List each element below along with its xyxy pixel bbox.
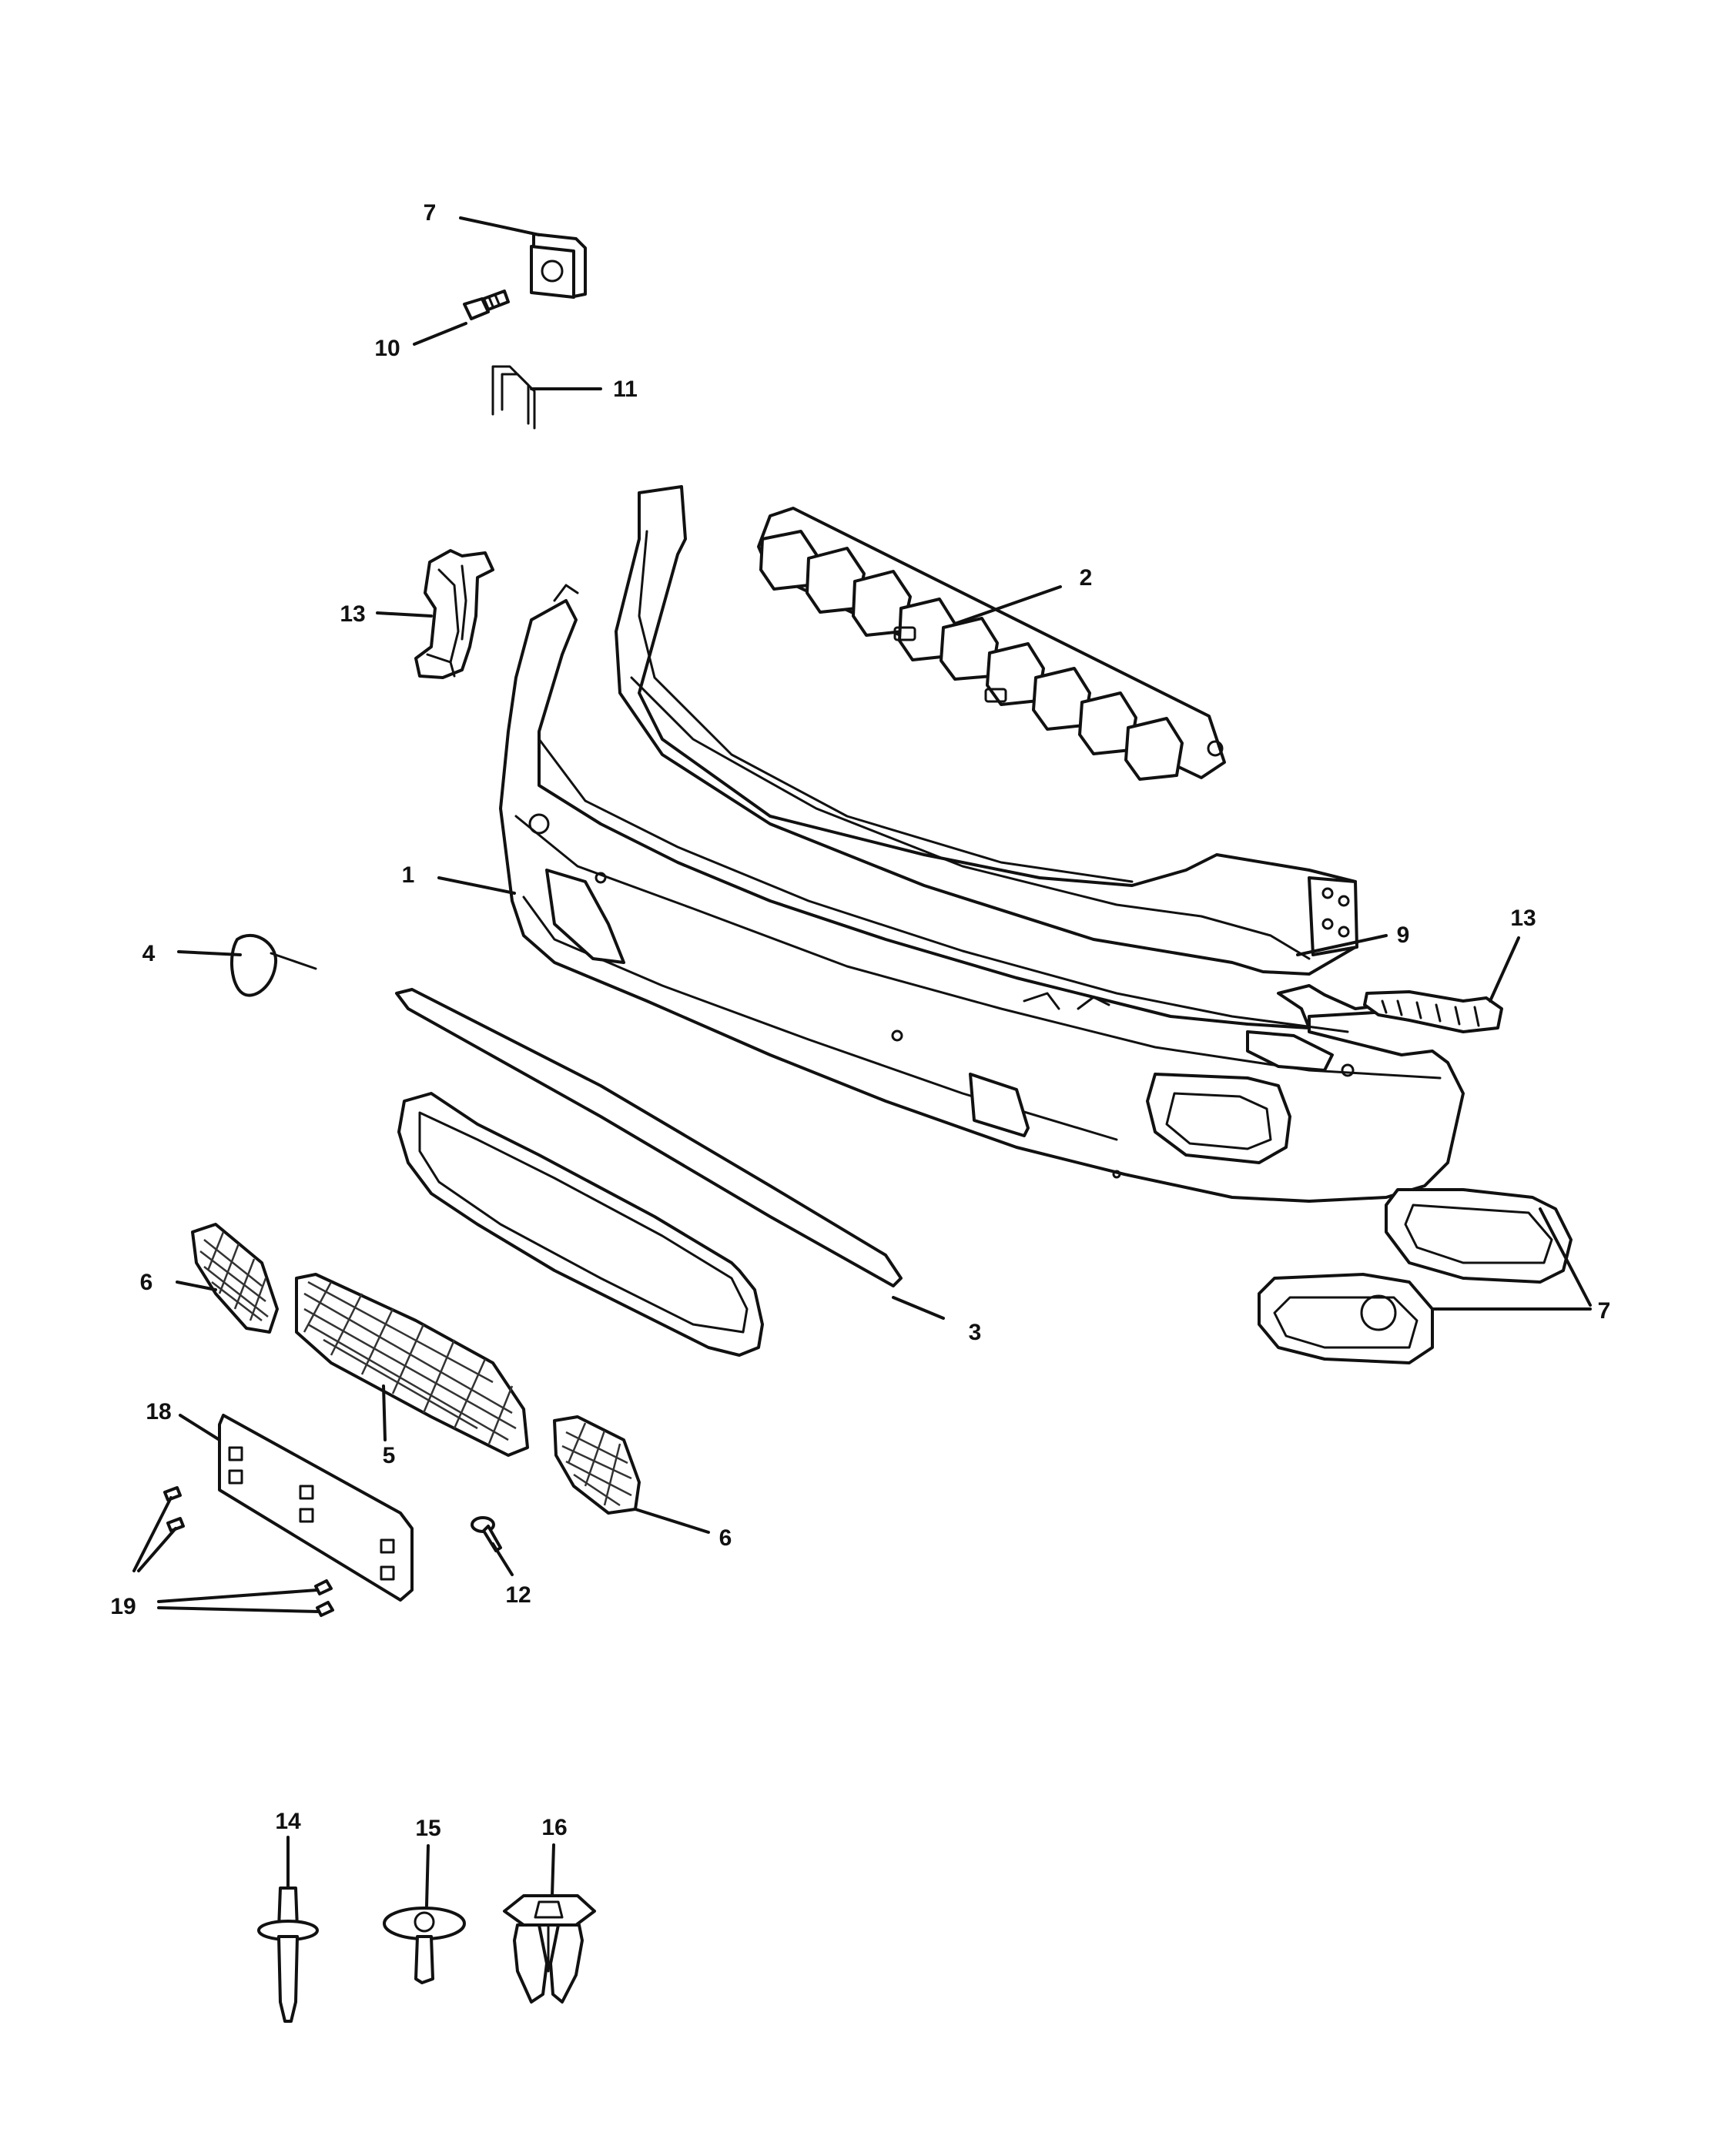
part-12-push-pin [471,1516,502,1552]
callout-3: 3 [969,1320,982,1345]
callout-13-left: 13 [340,601,365,627]
part-8-clip-nut [530,233,587,299]
part-6-right-side-grille [553,1415,641,1515]
part-14-rivet [257,1886,319,2023]
part-18-license-bracket [218,1414,414,1602]
part-16-clip [503,1894,596,2004]
part-9-upper-fascia [615,485,1358,976]
callout-14: 14 [275,1809,301,1834]
callout-5: 5 [383,1443,396,1468]
part-15-push-retainer [383,1907,466,1984]
part-3-molding-strip [395,988,903,1287]
callout-6-right: 6 [719,1525,732,1551]
callout-1: 1 [402,862,415,888]
part-13-right-bracket [1363,990,1503,1033]
part-6-left-side-grille [191,1223,279,1334]
part-2-energy-absorber [757,507,1226,781]
callout-7: 7 [1598,1298,1611,1324]
callout-labels: 7 10 11 2 13 1 4 9 13 6 3 7 18 5 6 12 19… [110,200,1610,1841]
callout-19: 19 [110,1594,136,1619]
callout-12: 12 [505,1582,531,1608]
callout-15: 15 [415,1816,440,1841]
part-5-center-grille [295,1273,529,1457]
callout-11: 11 [613,377,638,402]
part-1-front-fascia [499,584,1465,1203]
part-4-tow-hook-cap [229,933,317,997]
part-7-fog-lamp-bezels [1258,1188,1573,1364]
part-10-bolt [463,290,510,320]
callout-18: 18 [146,1399,171,1424]
part-13-left-bracket [414,549,494,679]
leader-lines [132,216,1592,1907]
callout-4: 4 [142,941,156,966]
callout-13-right: 13 [1510,906,1536,931]
callout-9: 9 [1397,922,1410,948]
part-center-grille-surround [397,1092,764,1357]
part-11-u-clip [491,365,536,430]
callout-6-left: 6 [140,1270,153,1295]
callout-2: 2 [1080,565,1093,591]
callout-8: 7 [424,200,437,226]
callout-10: 10 [374,336,400,361]
part-19-screws [163,1486,334,1617]
callout-16: 16 [541,1815,567,1840]
